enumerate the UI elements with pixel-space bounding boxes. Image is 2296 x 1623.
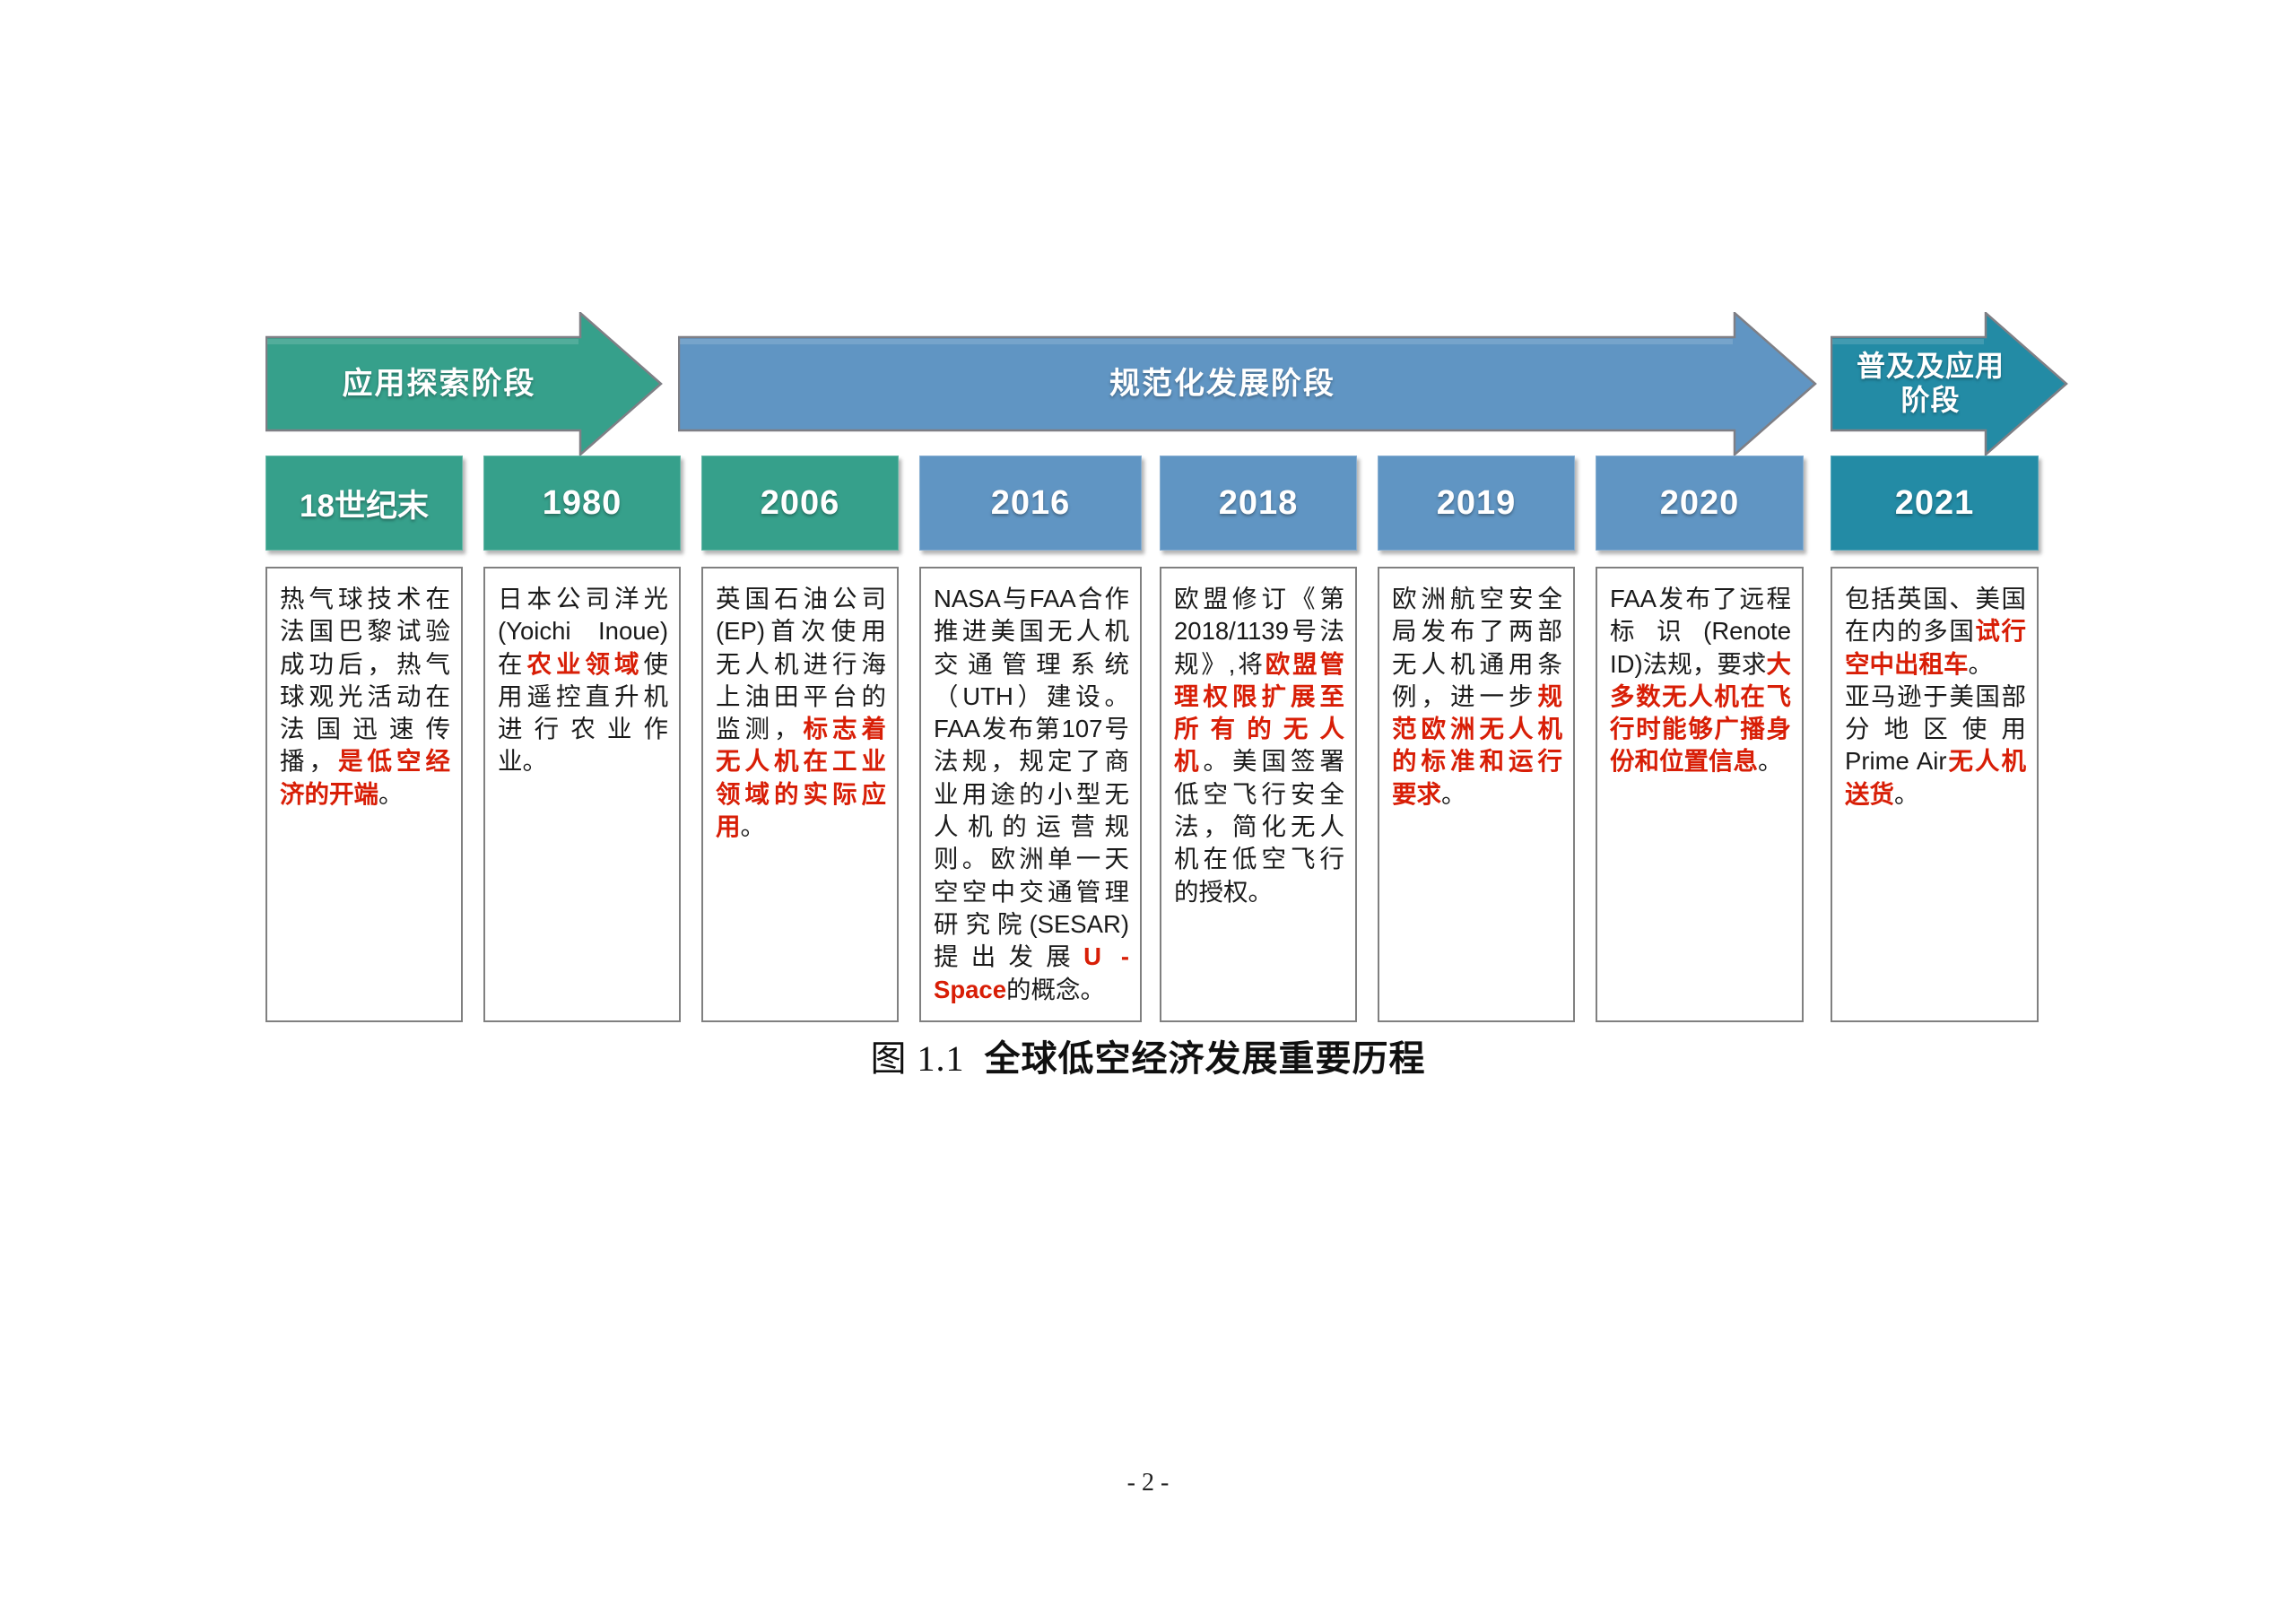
milestone-2020-year-chip[interactable]: 2020 xyxy=(1596,456,1804,551)
figure-caption-title: 全球低空经济发展重要历程 xyxy=(984,1038,1426,1079)
milestone-2018-description-box: 欧盟修订《第2018/1139号法规》,将欧盟管理权限扩展至所有的无人机。美国签… xyxy=(1160,567,1357,1022)
milestone-18c-year-label: 18世纪末 xyxy=(300,488,429,524)
milestone-2006-year-label: 2006 xyxy=(760,483,840,522)
milestone-2020-description-text: FAA发布了远程 标 识 (Renote ID)法规，要求大多数无人机在飞行时能… xyxy=(1610,585,1791,776)
milestone-1980-year-label: 1980 xyxy=(542,483,622,522)
milestone-18c-description-text: 热气球技术在法国巴黎试验成功后，热气球观光活动在法国迅速传播，是低空经济的开端。 xyxy=(280,585,450,808)
phase-arrow-band: 应用探索阶段 规范化发展阶段 普及及应用 阶段 xyxy=(265,312,2068,456)
milestone-1980-year-chip[interactable]: 1980 xyxy=(483,456,681,551)
milestone-2018-year-label: 2018 xyxy=(1218,483,1299,522)
milestone-2006-year-chip[interactable]: 2006 xyxy=(701,456,899,551)
milestone-2021-year-chip[interactable]: 2021 xyxy=(1831,456,2039,551)
phase-popularization-label: 普及及应用 阶段 xyxy=(1856,350,2005,416)
milestone-2019-description-box: 欧洲航空安全局发布了两部无人机通用条例，进一步规范欧洲无人机的标准和运行要求。 xyxy=(1378,567,1575,1022)
milestone-1980-description-box: 日本公司洋光(Yoichi Inoue)在农业领域使用遥控直升机进行农业作业。 xyxy=(483,567,681,1022)
milestone-18c-description-box: 热气球技术在法国巴黎试验成功后，热气球观光活动在法国迅速传播，是低空经济的开端。 xyxy=(265,567,463,1022)
phase-exploration-shape xyxy=(265,312,663,456)
milestone-2019-year-label: 2019 xyxy=(1436,483,1517,522)
phase-exploration: 应用探索阶段 xyxy=(265,312,663,456)
figure-caption-number: 图 1.1 xyxy=(870,1038,965,1079)
page-number-footer: - 2 - xyxy=(1126,1469,1170,1497)
figure-caption: 图 1.1 全球低空经济发展重要历程 xyxy=(0,1029,2296,1081)
milestone-2020-year-label: 2020 xyxy=(1659,483,1740,522)
milestone-2020-description-box: FAA发布了远程 标 识 (Renote ID)法规，要求大多数无人机在飞行时能… xyxy=(1596,567,1804,1022)
phase-standardization-label: 规范化发展阶段 xyxy=(1109,366,1335,401)
milestone-2019-description-text: 欧洲航空安全局发布了两部无人机通用条例，进一步规范欧洲无人机的标准和运行要求。 xyxy=(1392,585,1562,808)
milestone-2006-description-text: 英国石油公司(EP)首次使用无人机进行海上油田平台的监测，标志着无人机在工业领域… xyxy=(716,585,886,841)
milestone-2021-description-box: 包括英国、美国在内的多国试行空中出租车。亚马逊于美国部分地区使用 Prime A… xyxy=(1831,567,2039,1022)
milestone-2021-description-text: 包括英国、美国在内的多国试行空中出租车。亚马逊于美国部分地区使用 Prime A… xyxy=(1845,585,2027,808)
milestone-2016-year-label: 2016 xyxy=(990,483,1071,522)
phase-popularization: 普及及应用 阶段 xyxy=(1831,312,2068,456)
milestone-2006-description-box: 英国石油公司(EP)首次使用无人机进行海上油田平台的监测，标志着无人机在工业领域… xyxy=(701,567,899,1022)
year-chip-row: 18世纪末 1980 2006 2016 2018 2019 2020 2021 xyxy=(265,456,2068,565)
milestone-description-row: 热气球技术在法国巴黎试验成功后，热气球观光活动在法国迅速传播，是低空经济的开端。… xyxy=(265,567,2068,1026)
milestone-2016-year-chip[interactable]: 2016 xyxy=(919,456,1142,551)
phase-exploration-label: 应用探索阶段 xyxy=(342,366,536,401)
phase-standardization-shape xyxy=(678,312,1817,456)
milestone-2018-description-text: 欧盟修订《第2018/1139号法规》,将欧盟管理权限扩展至所有的无人机。美国签… xyxy=(1174,585,1345,906)
milestone-1980-description-text: 日本公司洋光(Yoichi Inoue)在农业领域使用遥控直升机进行农业作业。 xyxy=(498,585,668,776)
phase-popularization-shape xyxy=(1831,312,2068,456)
milestone-2016-description-box: NASA与FAA合作推进美国无人机交通管理系统（UTH）建设。FAA发布第107… xyxy=(919,567,1142,1022)
phase-standardization: 规范化发展阶段 xyxy=(678,312,1817,456)
milestone-18c-year-chip[interactable]: 18世纪末 xyxy=(265,456,463,551)
milestone-2021-year-label: 2021 xyxy=(1894,483,1975,522)
milestone-2016-description-text: NASA与FAA合作推进美国无人机交通管理系统（UTH）建设。FAA发布第107… xyxy=(934,585,1129,1003)
milestone-2019-year-chip[interactable]: 2019 xyxy=(1378,456,1575,551)
milestone-2018-year-chip[interactable]: 2018 xyxy=(1160,456,1357,551)
